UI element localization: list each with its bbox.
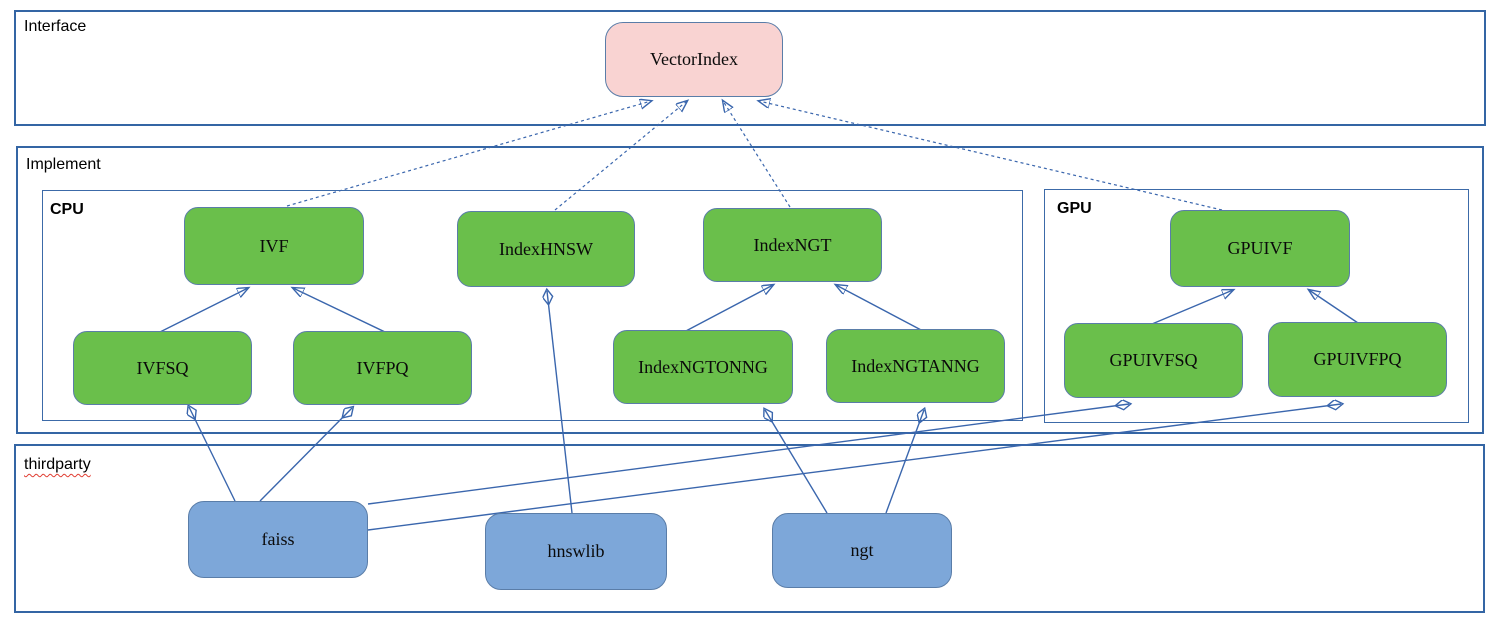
node-label-indexhnsw: IndexHNSW	[499, 238, 593, 259]
node-hnswlib[interactable]: hnswlib	[485, 513, 667, 590]
container-label-cpu: CPU	[50, 201, 84, 218]
node-label-gpuivfpq: GPUIVFPQ	[1313, 349, 1402, 369]
node-label-indexngtonng: IndexNGTONNG	[638, 356, 768, 377]
container-label-interface: Interface	[24, 18, 87, 35]
node-label-ngt: ngt	[850, 540, 874, 560]
node-indexngtanng[interactable]: IndexNGTANNG	[826, 329, 1005, 403]
node-gpuivfsq[interactable]: GPUIVFSQ	[1064, 323, 1243, 398]
node-ivf[interactable]: IVF	[184, 207, 364, 285]
node-ngt[interactable]: ngt	[772, 513, 952, 588]
node-ivfpq[interactable]: IVFPQ	[293, 331, 472, 405]
node-gpuivf[interactable]: GPUIVF	[1170, 210, 1350, 287]
node-gpuivfpq[interactable]: GPUIVFPQ	[1268, 322, 1447, 397]
node-indexngtonng[interactable]: IndexNGTONNG	[613, 330, 793, 404]
node-label-indexngtanng: IndexNGTANNG	[851, 355, 980, 376]
node-label-indexngt: IndexNGT	[753, 234, 832, 255]
node-vectorindex[interactable]: VectorIndex	[605, 22, 783, 97]
container-label-implement: Implement	[26, 156, 101, 173]
node-label-ivfsq: IVFSQ	[136, 357, 189, 378]
node-label-faiss: faiss	[261, 529, 295, 549]
node-indexngt[interactable]: IndexNGT	[703, 208, 882, 282]
node-faiss[interactable]: faiss	[188, 501, 368, 578]
node-indexhnsw[interactable]: IndexHNSW	[457, 211, 635, 287]
container-label-thirdparty: thirdparty	[24, 456, 91, 473]
node-label-gpuivf: GPUIVF	[1227, 238, 1293, 258]
container-label-gpu: GPU	[1057, 200, 1092, 217]
node-label-hnswlib: hnswlib	[547, 541, 605, 561]
node-label-ivf: IVF	[259, 235, 289, 256]
node-label-ivfpq: IVFPQ	[356, 357, 409, 378]
node-ivfsq[interactable]: IVFSQ	[73, 331, 252, 405]
node-label-gpuivfsq: GPUIVFSQ	[1109, 350, 1198, 370]
node-label-vectorindex: VectorIndex	[650, 49, 738, 69]
